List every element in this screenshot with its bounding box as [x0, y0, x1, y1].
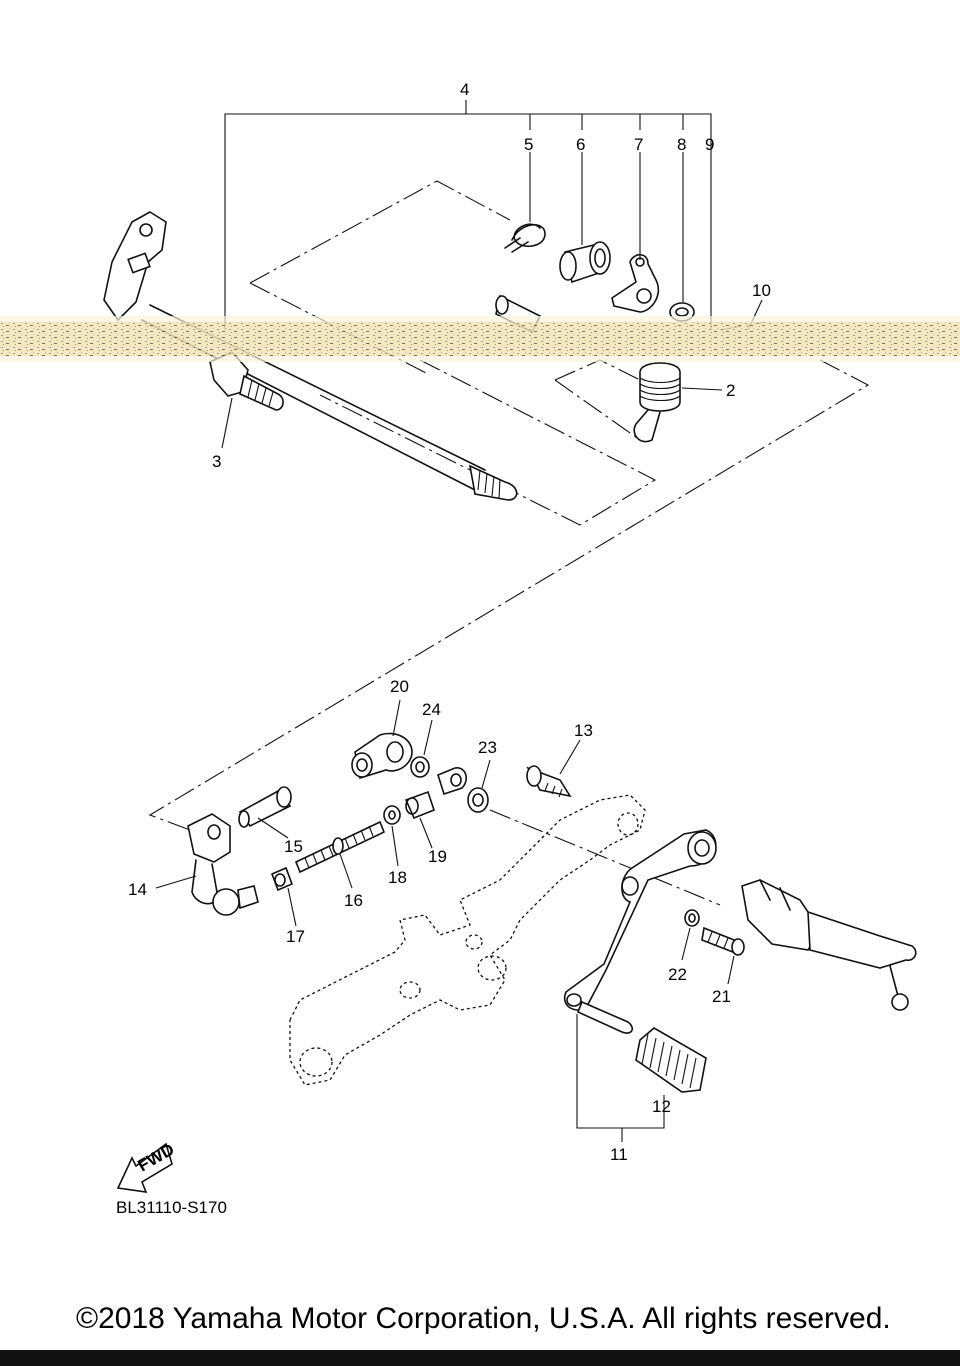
- shift-shaft: [103, 211, 542, 501]
- bolt-13: [526, 739, 581, 798]
- callout-8: 8: [677, 135, 686, 154]
- washer-22: [681, 909, 700, 961]
- torsion-spring-5: [504, 223, 546, 253]
- callout-labels: 4 5 6 7 8 9 10 2 3 20 24 23 13 15 19 18 …: [128, 80, 771, 1164]
- pedal-rubber-12: [635, 1027, 707, 1093]
- nut-24: [410, 719, 433, 778]
- assembly-bracket-4: [224, 100, 712, 330]
- callout-10: 10: [752, 281, 771, 300]
- leader-10: [747, 299, 763, 331]
- stopper-lever-7: [611, 253, 660, 313]
- callout-5: 5: [524, 135, 533, 154]
- footrest-bracket-outline: [289, 794, 721, 1086]
- shift-arm-14: [155, 813, 259, 916]
- bolt-21: [701, 926, 745, 985]
- callout-9: 9: [705, 135, 714, 154]
- callout-12: 12: [652, 1097, 671, 1116]
- callout-6: 6: [576, 135, 585, 154]
- return-spring-2: [633, 362, 723, 443]
- callout-22: 22: [668, 965, 687, 984]
- nut-19: [404, 790, 435, 849]
- collar-23: [467, 759, 491, 813]
- callout-7: 7: [634, 135, 643, 154]
- bottom-bar: [0, 1350, 960, 1366]
- bolt-15: [238, 786, 292, 839]
- rod-end-joint: [437, 767, 467, 796]
- callout-17: 17: [286, 927, 305, 946]
- callout-24: 24: [422, 700, 441, 719]
- washer-8: [669, 302, 695, 322]
- callout-20: 20: [390, 677, 409, 696]
- callout-3: 3: [212, 452, 221, 471]
- nut-18: [383, 805, 401, 867]
- callout-4: 4: [460, 80, 469, 99]
- callout-11: 11: [610, 1145, 628, 1164]
- collar-6: [559, 241, 611, 284]
- callout-23: 23: [478, 738, 497, 757]
- callout-21: 21: [712, 987, 731, 1006]
- linkage-right: [741, 879, 917, 1011]
- callout-13: 13: [574, 721, 593, 740]
- copyright-notice: ©2018 Yamaha Motor Corporation, U.S.A. A…: [76, 1302, 891, 1335]
- bolt-3: [209, 351, 284, 449]
- callout-2: 2: [726, 381, 735, 400]
- nut-17: [270, 866, 297, 927]
- rod-end-20: [351, 699, 413, 780]
- callout-15: 15: [284, 837, 303, 856]
- callout-16: 16: [344, 891, 363, 910]
- callout-18: 18: [388, 868, 407, 887]
- shift-pedal-11: [563, 829, 717, 1142]
- shaft-assembly-outline: [148, 180, 870, 831]
- fwd-arrow-icon: FWD: [116, 1140, 178, 1193]
- callout-19: 19: [428, 847, 447, 866]
- shift-rod-16: [294, 820, 386, 889]
- diagram-code: BL31110-S170: [116, 1198, 227, 1217]
- callout-14: 14: [128, 880, 147, 899]
